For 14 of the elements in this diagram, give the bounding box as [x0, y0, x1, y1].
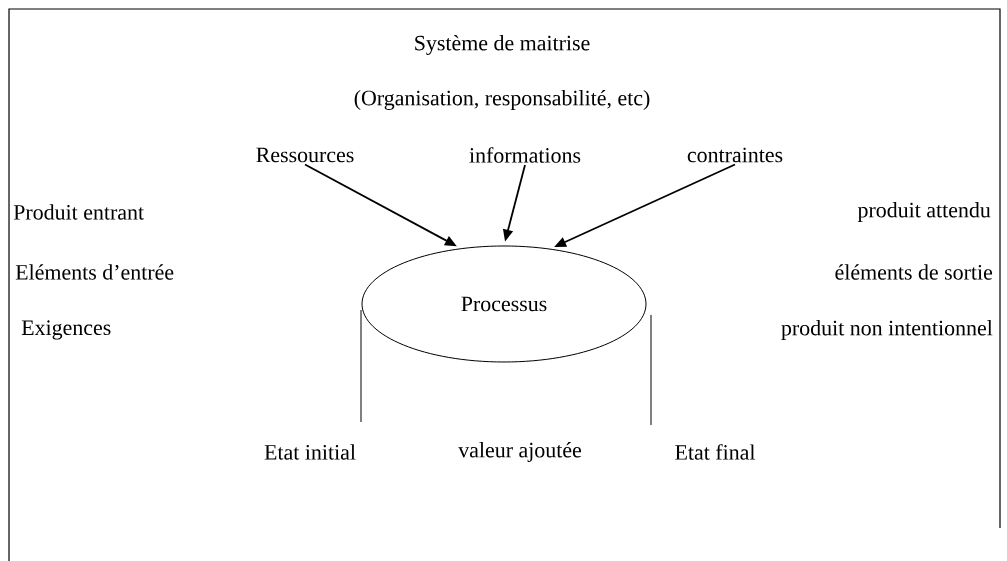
- input-label: Ressources: [256, 147, 354, 163]
- input-label: informations: [469, 147, 581, 163]
- label-text: Produit entrant: [13, 204, 144, 220]
- title-text: Système de maitrise: [415, 35, 590, 55]
- label-text: valeur ajoutée: [458, 442, 582, 462]
- label-text: Exigences: [21, 320, 111, 340]
- label-text: Etat initial: [264, 444, 356, 460]
- label-text: (Organisation, responsabilité, etc): [354, 90, 650, 110]
- label-text: Eléments d’entrée: [15, 264, 174, 280]
- label-text: produit attendu: [857, 202, 991, 222]
- input-label: contraintes: [687, 147, 783, 163]
- label-text: éléments de sortie: [835, 264, 993, 280]
- label-text: produit non intentionnel: [781, 320, 993, 340]
- label-text: Etat final: [675, 444, 756, 460]
